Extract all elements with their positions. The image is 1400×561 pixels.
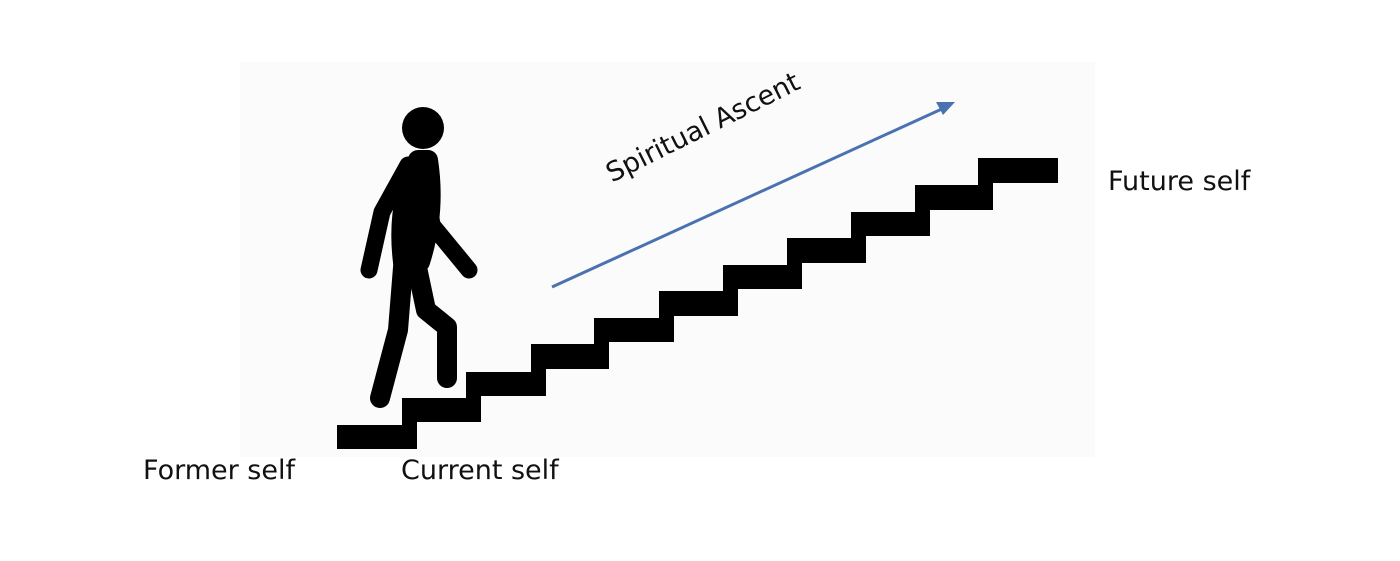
staircase-icon bbox=[337, 158, 1058, 449]
ascent-arrow-line bbox=[551, 106, 945, 289]
current-self-label: Current self bbox=[401, 455, 559, 486]
stair-step-11 bbox=[978, 158, 1058, 183]
person-front-arm bbox=[416, 166, 478, 279]
person-back-arm bbox=[360, 156, 417, 279]
walking-person-icon bbox=[360, 107, 478, 408]
arrow-up-right-icon bbox=[551, 102, 955, 289]
person-head bbox=[402, 107, 444, 149]
future-self-label: Future self bbox=[1108, 166, 1251, 197]
person-back-leg bbox=[370, 245, 414, 408]
former-self-label: Former self bbox=[143, 455, 295, 486]
person-front-leg bbox=[405, 248, 457, 388]
ascent-arrow-head bbox=[936, 102, 955, 115]
